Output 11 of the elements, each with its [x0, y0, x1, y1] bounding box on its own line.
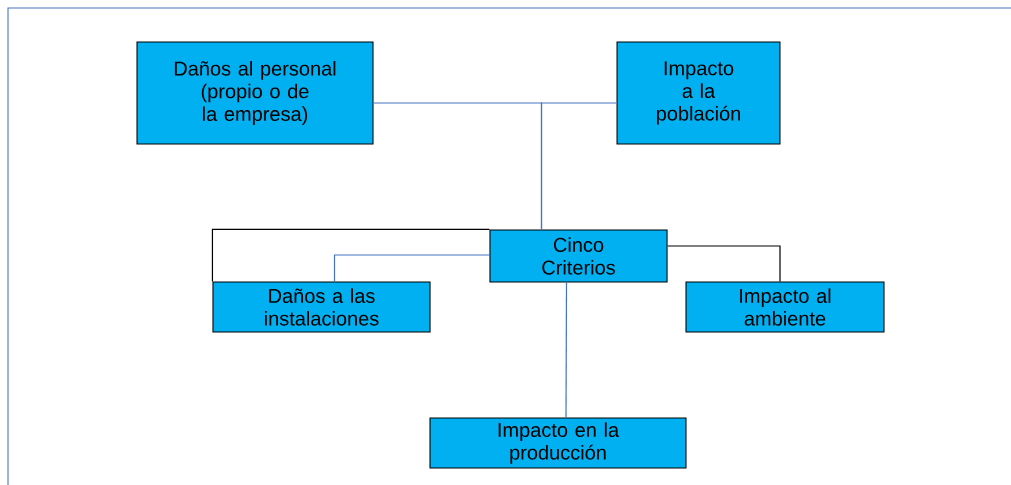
connector-line [565, 281, 568, 419]
connector-line [666, 245, 781, 283]
criterion-box: Impacto en la producción [429, 417, 687, 469]
criterion-box: Daños a las instalaciones [212, 281, 431, 333]
connector-line [333, 254, 491, 283]
criterion-box: Daños al personal (propio o de la empresa) [136, 41, 374, 145]
connector-line [540, 102, 618, 231]
criterion-box: Impacto a la población [616, 41, 781, 145]
connector-line [211, 228, 491, 283]
criterion-box: Impacto al ambiente [685, 281, 885, 333]
criterion-box: Cinco Criterios [489, 229, 668, 283]
